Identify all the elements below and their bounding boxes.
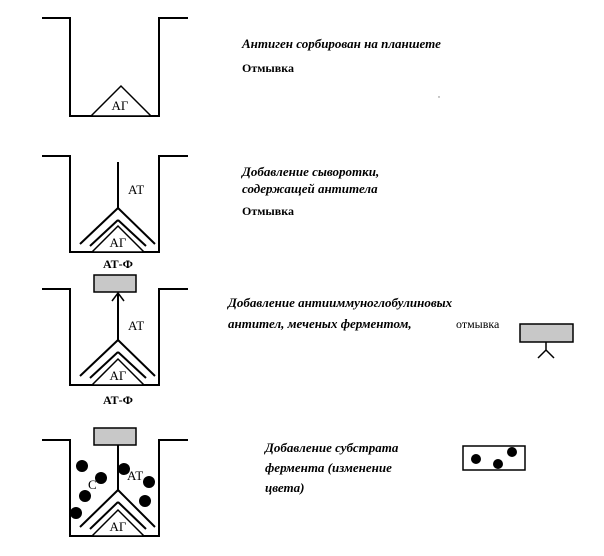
substrate-label-4: С (88, 477, 97, 492)
substrate-dot (76, 460, 88, 472)
step-4-desc-line-3: цвета) (265, 480, 304, 495)
step-2-wash: Отмывка (242, 204, 294, 218)
colored-substrate-icon (462, 445, 526, 471)
step-3-well-group: АГ АТ АТ-Ф (42, 274, 188, 407)
antigen-label-3: АГ (110, 368, 127, 383)
conjugate-label-3: АТ-Ф (103, 393, 133, 407)
antibody-shape-2 (79, 162, 156, 247)
antigen-triangle-2 (90, 224, 146, 253)
antibody-label-2: АТ (128, 182, 144, 197)
substrate-dot (70, 507, 82, 519)
conjugate-label-2: АТ-Ф (103, 257, 133, 271)
substrate-dot (95, 472, 107, 484)
substrate-dot (118, 463, 130, 475)
antigen-label-4: АГ (110, 519, 127, 534)
step-4-well-group: АГ АТ С (42, 427, 188, 537)
step-2-desc-line-1: Добавление сыворотки, (241, 164, 379, 179)
substrate-dot (139, 495, 151, 507)
step-2-well-group: АГ АТ АТ-Ф (42, 155, 188, 271)
antigen-triangle-1 (89, 84, 153, 117)
step-1-wash: Отмывка (242, 61, 294, 75)
antigen-label-1: АГ (112, 98, 129, 113)
antibody-label-4: АТ (127, 468, 143, 483)
substrate-dot (143, 476, 155, 488)
enzyme-box-4 (93, 427, 137, 446)
antibody-shape-4 (79, 445, 156, 530)
antigen-triangle-4 (90, 508, 146, 537)
antibody-shape-3 (79, 294, 156, 379)
step-3-desc-line-2: антител, меченых ферментом, (228, 316, 412, 331)
step-1-desc-line-1: Антиген сорбирован на планшете (241, 36, 441, 51)
antigen-triangle-3 (90, 357, 146, 386)
step-1-well-group: АГ (42, 17, 188, 117)
step-2-desc-line-2: содержащей антитела (242, 181, 378, 196)
step-3-desc-line-1: Добавление антииммуноглобулиновых (227, 295, 453, 310)
substrate-dot (79, 490, 91, 502)
stray-dot (438, 96, 440, 98)
antibody-label-3: АТ (128, 318, 144, 333)
step-4-desc-line-2: фермента (изменение (265, 460, 392, 475)
enzyme-box-3 (93, 274, 137, 293)
antigen-label-2: АГ (110, 235, 127, 250)
step-4-desc-line-1: Добавление субстрата (264, 440, 399, 455)
conjugate-icon (519, 323, 574, 359)
step-3-wash: отмывка (456, 317, 500, 331)
